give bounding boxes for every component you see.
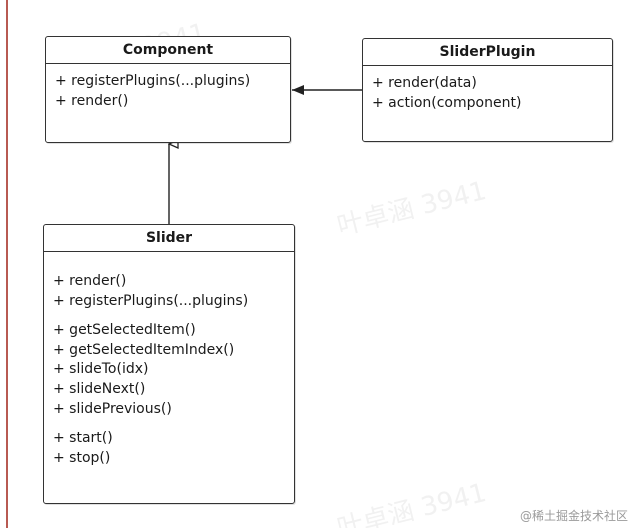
class-name: SliderPlugin [363, 39, 612, 66]
class-slider-plugin: SliderPlugin + render(data) + action(com… [362, 38, 613, 142]
source-credit: @稀土掘金技术社区 [519, 509, 628, 523]
method: + registerPlugins(...plugins) [55, 73, 251, 89]
method: + render() [53, 273, 127, 289]
method-list: + render() + registerPlugins(...plugins)… [44, 252, 294, 468]
watermark: 叶卓涵 3941 [334, 477, 490, 528]
class-slider: Slider + render() + registerPlugins(...p… [43, 224, 295, 504]
class-name: Component [46, 37, 290, 64]
method-list: + render(data) + action(component) [363, 66, 612, 113]
class-name: Slider [44, 225, 294, 252]
method: + slideTo(idx) [53, 361, 149, 378]
method: + getSelectedItemIndex() [53, 341, 235, 358]
method: + render(data) [372, 75, 477, 91]
method: + slideNext() [53, 380, 146, 397]
method-list: + registerPlugins(...plugins) + render() [46, 64, 290, 111]
method: + render() [55, 92, 129, 109]
method: + slidePrevious() [53, 400, 172, 417]
class-component: Component + registerPlugins(...plugins) … [45, 36, 291, 143]
method: + start() [53, 430, 113, 447]
method: + getSelectedItem() [53, 322, 196, 339]
watermark: 叶卓涵 3941 [334, 175, 490, 242]
left-border-line [6, 0, 8, 528]
method: + stop() [53, 449, 111, 466]
method: + registerPlugins(...plugins) [53, 292, 249, 309]
method: + action(component) [372, 94, 522, 111]
